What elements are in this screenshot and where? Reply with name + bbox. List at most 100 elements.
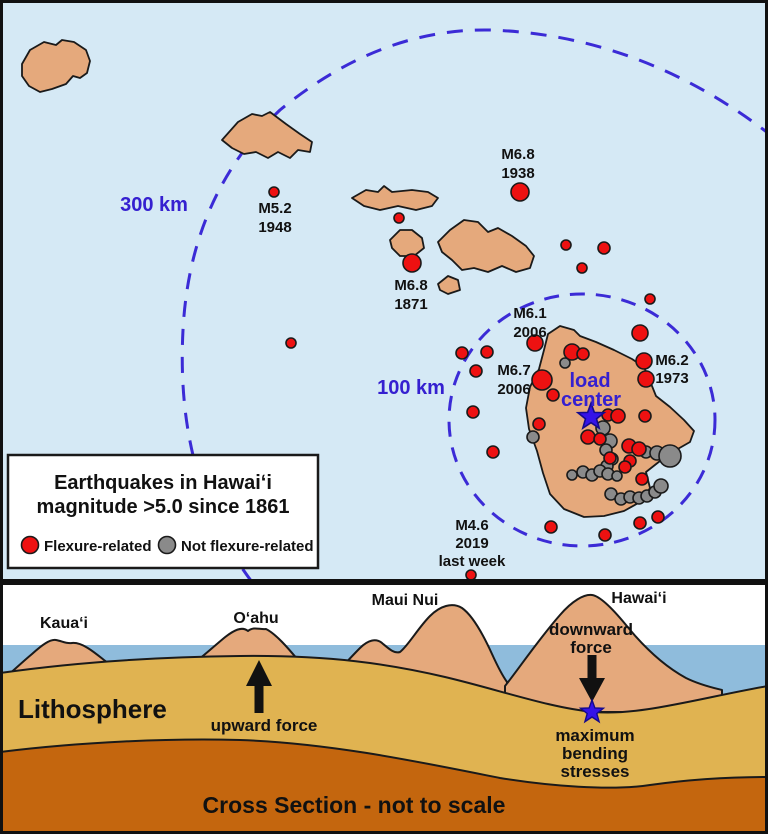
- label-m68-1871: M6.8: [394, 277, 427, 294]
- label-m46-2019-year: 2019: [455, 535, 488, 552]
- ring-300km-label: 300 km: [120, 194, 188, 216]
- earthquake-dot: [455, 346, 469, 360]
- label-m52-1948: M5.2: [258, 200, 291, 217]
- max-bending-label-line3: stresses: [560, 762, 629, 781]
- ring-100km: [447, 292, 717, 548]
- earthquake-dot: [285, 337, 297, 349]
- upward-force-arrow: [246, 660, 272, 713]
- island-maui: [437, 219, 535, 273]
- earthquake-dot: [651, 510, 665, 524]
- legend-title-line1: Earthquakes in Hawaiʻi: [54, 472, 272, 494]
- label-m61-2006: M6.1: [513, 305, 546, 322]
- label-m68-1871-year: 1871: [394, 296, 427, 313]
- lithosphere-label: Lithosphere: [18, 694, 167, 724]
- label-m62-1973-year: 1973: [655, 370, 688, 387]
- upward-force-label: upward force: [211, 716, 318, 735]
- load-center-label-line1: load: [569, 370, 610, 392]
- earthquake-dot: [486, 445, 500, 459]
- label-m52-1948-year: 1948: [258, 219, 291, 236]
- max-bending-label-line2: bending: [562, 744, 628, 763]
- xs-label-hawaii: Hawaiʻi: [611, 590, 666, 607]
- downward-force-arrow: [579, 655, 605, 702]
- legend-flexure-label: Flexure-related: [44, 538, 152, 555]
- earthquake-dot: [546, 388, 560, 402]
- island-kauai: [21, 39, 91, 93]
- earthquake-dot: [593, 432, 607, 446]
- label-m68-1938: M6.8: [501, 146, 534, 163]
- map-svg: 300 km 100 km load center M5.2 1948 M6.8…: [0, 0, 768, 582]
- asthenosphere-layer: [0, 738, 768, 834]
- earthquake-dot: [544, 520, 558, 534]
- earthquake-dot: [393, 212, 405, 224]
- earthquake-dot: [402, 253, 422, 273]
- earthquake-dot: [526, 334, 544, 352]
- xs-label-kauai: Kauaʻi: [40, 615, 88, 632]
- earthquake-dot: [510, 182, 530, 202]
- earthquake-dot: [603, 451, 617, 465]
- island-kahoolawe: [437, 275, 461, 295]
- earthquake-dot: [635, 352, 653, 370]
- xs-island-hawaii: [504, 593, 723, 713]
- earthquake-dot: [466, 405, 480, 419]
- earthquake-dot: [653, 478, 669, 494]
- earthquake-dot: [532, 417, 546, 431]
- load-center-label-line2: center: [561, 389, 621, 411]
- ring-300km: [180, 28, 768, 582]
- map-annotations: M5.2 1948 M6.8 1938 M6.8 1871 M6.1 2006 …: [258, 146, 688, 570]
- flexure-dots: [268, 182, 665, 581]
- downward-force-label-line1: downward: [549, 620, 633, 639]
- max-bending-label-line1: maximum: [555, 726, 634, 745]
- legend-title-line2: magnitude >5.0 since 1861: [37, 496, 290, 518]
- earthquake-dot: [465, 569, 477, 581]
- legend-notflexure-label: Not flexure-related: [181, 538, 314, 555]
- cross-section-caption: Cross Section - not to scale: [203, 792, 506, 818]
- cross-section-svg: Kauaʻi Oʻahu Maui Nui Hawaiʻi downward f…: [0, 582, 768, 834]
- island-lanai: [389, 229, 425, 257]
- earthquake-dot: [618, 460, 632, 474]
- earthquake-dot: [559, 357, 571, 369]
- earthquake-dot: [480, 345, 494, 359]
- earthquake-dot: [576, 347, 590, 361]
- earthquake-dot: [631, 441, 647, 457]
- island-oahu: [221, 111, 313, 159]
- earthquake-dot: [638, 409, 652, 423]
- earthquake-dot: [637, 370, 655, 388]
- label-m46-2019-lastweek: last week: [439, 553, 506, 570]
- label-m67-2006: M6.7: [497, 362, 530, 379]
- load-center-star-icon: [575, 400, 607, 431]
- label-m46-2019: M4.6: [455, 517, 488, 534]
- earthquake-dot: [268, 186, 280, 198]
- earthquake-dot: [644, 293, 656, 305]
- earthquake-dot: [597, 241, 611, 255]
- cross-section-frame: [0, 582, 768, 834]
- earthquake-dot: [526, 430, 540, 444]
- label-m68-1938-year: 1938: [501, 165, 534, 182]
- downward-force-label-line2: force: [570, 638, 612, 657]
- earthquake-dot: [633, 516, 647, 530]
- earthquake-dot: [531, 369, 553, 391]
- earthquake-dot: [635, 472, 649, 486]
- earthquake-dot: [610, 408, 626, 424]
- earthquake-dot: [658, 444, 682, 468]
- map-frame: [0, 0, 768, 582]
- earthquake-dot: [560, 239, 572, 251]
- earthquake-dot: [611, 470, 623, 482]
- legend-box: Earthquakes in Hawaiʻi magnitude >5.0 si…: [6, 453, 320, 570]
- earthquake-dot: [598, 528, 612, 542]
- label-m61-2006-year: 2006: [513, 324, 546, 341]
- ring-100km-label: 100 km: [377, 377, 445, 399]
- label-m67-2006-year: 2006: [497, 381, 530, 398]
- earthquake-dot: [580, 429, 596, 445]
- islands: [21, 39, 695, 518]
- max-bending-star-icon: [578, 697, 606, 724]
- legend-flexure-swatch: [20, 535, 40, 555]
- earthquake-dot: [566, 469, 578, 481]
- label-m62-1973: M6.2: [655, 352, 688, 369]
- xs-label-oahu: Oʻahu: [233, 610, 278, 627]
- earthquake-dot: [576, 262, 588, 274]
- legend-notflexure-swatch: [157, 535, 177, 555]
- earthquake-dot: [631, 324, 649, 342]
- island-molokai: [351, 185, 439, 211]
- earthquake-dot: [469, 364, 483, 378]
